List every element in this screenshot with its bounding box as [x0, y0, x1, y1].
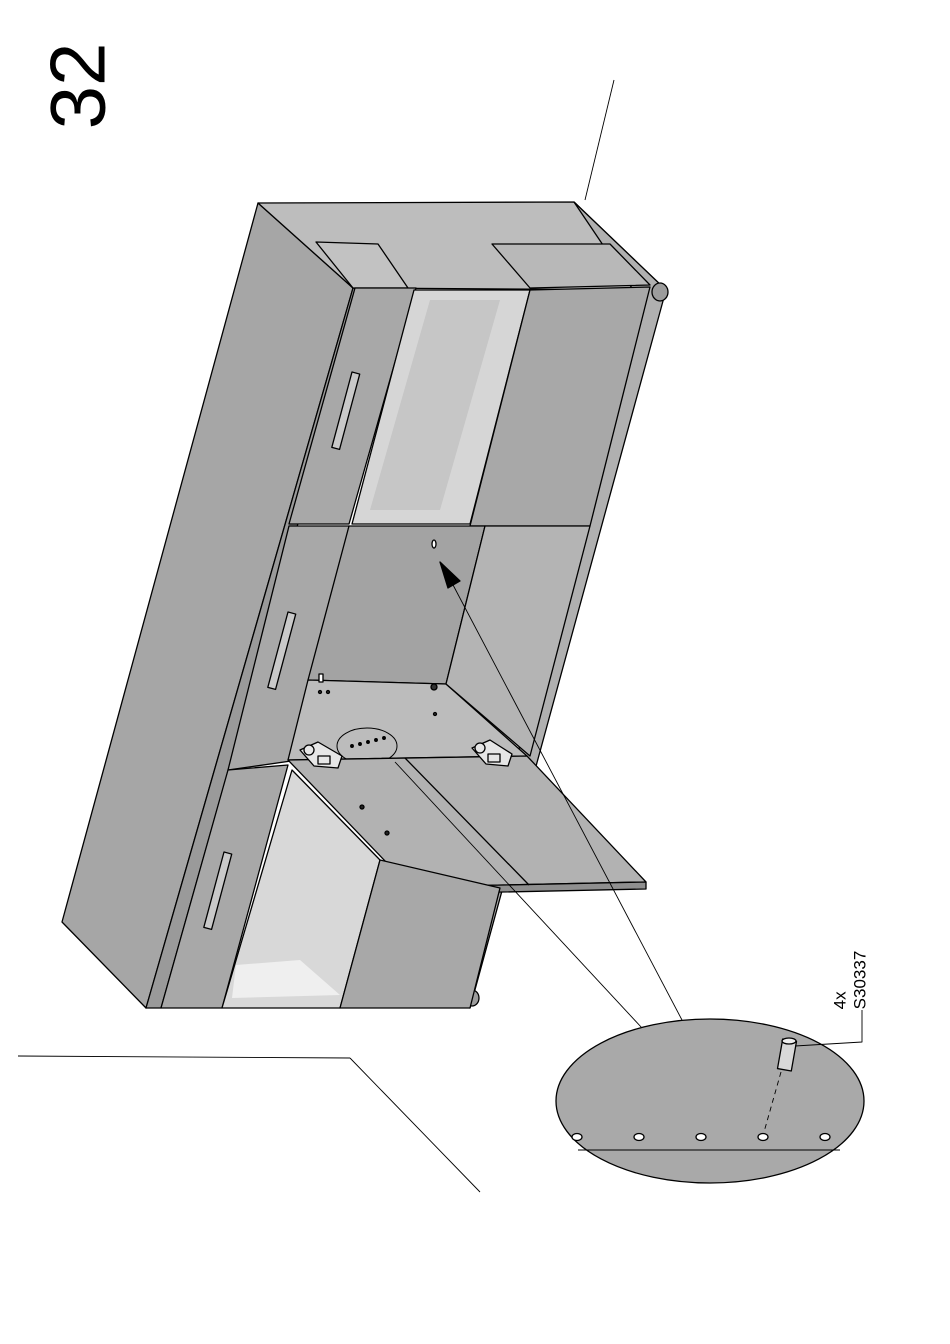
step-number-text: 32: [38, 42, 116, 129]
dowel-hole: [351, 745, 354, 748]
hinge-plate: [319, 674, 323, 682]
cabinet-foot: [652, 283, 668, 301]
dowel-hole: [696, 1134, 706, 1141]
dowel-hole: [359, 743, 362, 746]
screw-hole: [360, 805, 364, 809]
screw-hole: [434, 713, 437, 716]
dowel-hole: [431, 684, 437, 690]
screw-hole: [319, 691, 322, 694]
dowel-hole: [634, 1134, 644, 1141]
screw-hole: [385, 831, 389, 835]
detail-bubble: [556, 1010, 864, 1183]
dowel-hole: [820, 1134, 830, 1141]
dowel-hole: [383, 737, 386, 740]
part-quantity: 4x: [830, 951, 850, 1010]
dowel-hole: [758, 1134, 768, 1141]
dowel-hole: [432, 540, 436, 548]
dowel-hole: [367, 741, 370, 744]
part-callout: 4x S30337: [820, 940, 880, 1020]
dowel-hole: [572, 1134, 582, 1141]
dowel-hole: [375, 739, 378, 742]
screw-hole: [327, 691, 330, 694]
step-number: 32: [42, 38, 112, 133]
part-code: S30337: [850, 951, 870, 1010]
